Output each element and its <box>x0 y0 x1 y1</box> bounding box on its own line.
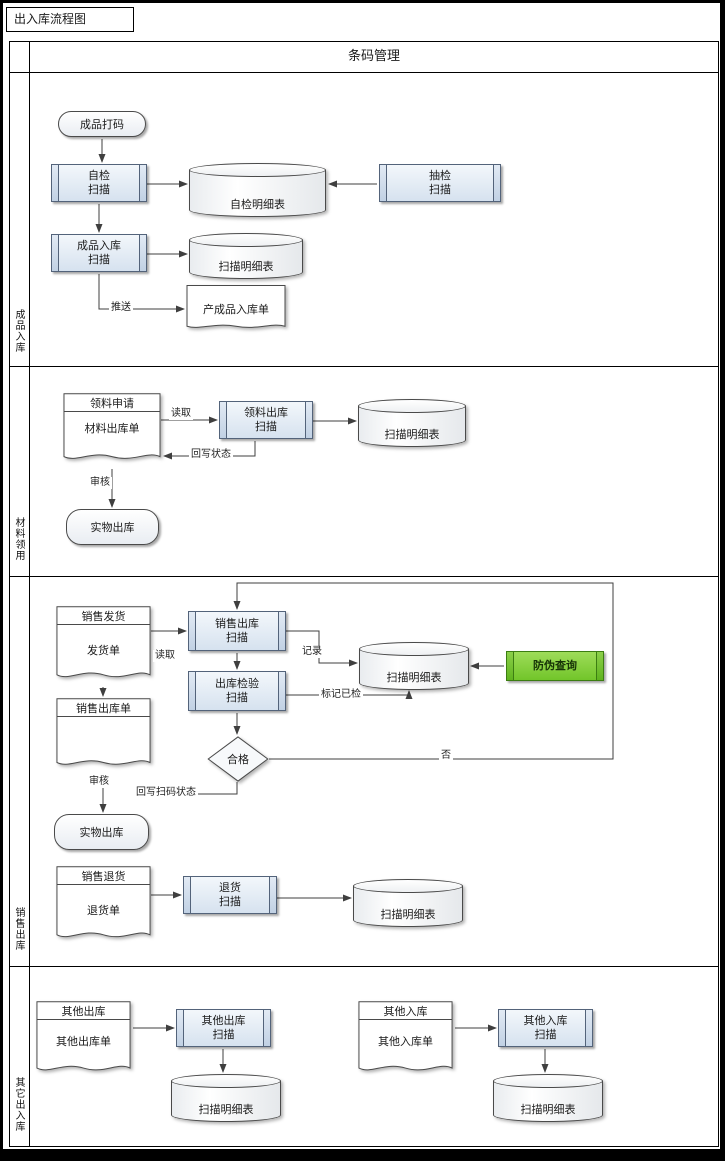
edge-label-no: 否 <box>439 750 453 762</box>
flowchart-frame <box>9 41 719 1147</box>
lane-label-material-requisition: 材料领用 <box>13 517 24 561</box>
node-label: 实物出库 <box>90 521 135 534</box>
document-title: 销售发货 <box>57 608 150 625</box>
document-body: 其他入库单 <box>378 1035 433 1048</box>
node-return-scan: 退货 扫描 <box>183 876 277 914</box>
document-body: 退货单 <box>87 904 120 917</box>
node-material-outbound-scan: 领料出库 扫描 <box>219 401 313 439</box>
edge-label-read-sales: 读取 <box>153 650 177 662</box>
node-material-physical-out: 实物出库 <box>66 509 159 545</box>
cylinder-top <box>358 399 466 413</box>
node-label: 扫描明细表 <box>218 260 274 273</box>
document-shape <box>56 698 151 773</box>
edge-label-writeback-scan-status: 回写扫码状态 <box>134 787 198 799</box>
node-self-check-scan: 自检 扫描 <box>51 164 147 202</box>
node-finished-inbound-scan: 成品入库 扫描 <box>51 234 147 272</box>
node-qualified-decision: 合格 <box>207 736 269 782</box>
node-label: 自检 扫描 <box>88 168 110 196</box>
node-label: 扫描明细表 <box>386 671 442 684</box>
document-title: 领料申请 <box>64 395 160 412</box>
lane-divider <box>9 576 719 577</box>
flowchart-header: 条码管理 <box>347 49 400 64</box>
cylinder-top <box>189 163 326 177</box>
node-label: 成品打码 <box>80 118 124 131</box>
node-label: 扫描明细表 <box>198 1103 254 1116</box>
edge-label-audit-sales: 审核 <box>87 776 111 788</box>
node-sales-outbound-scan: 销售出库 扫描 <box>188 611 286 651</box>
edge-label-audit-material: 审核 <box>88 477 112 489</box>
lane-divider <box>9 966 719 967</box>
lane-divider <box>9 366 719 367</box>
node-finished-coding: 成品打码 <box>58 111 146 137</box>
document-title: 销售出库单 <box>57 700 150 717</box>
lane-label-other-inout: 其它出入库 <box>13 1077 24 1132</box>
node-label: 抽检 扫描 <box>429 168 451 196</box>
node-label: 合格 <box>227 753 249 766</box>
node-label: 自检明细表 <box>230 198 285 211</box>
node-material-scan-db: 扫描明细表 <box>358 399 466 447</box>
edge-label-read-material: 读取 <box>169 408 193 420</box>
node-label: 产成品入库单 <box>203 303 269 317</box>
document-title: 其他出库 <box>37 1003 130 1020</box>
node-sampling-scan: 抽检 扫描 <box>379 164 501 202</box>
cylinder-body <box>189 170 326 217</box>
node-other-outbound-scan: 其他出库 扫描 <box>176 1009 271 1047</box>
node-label: 扫描明细表 <box>520 1103 576 1116</box>
node-return-scan-db: 扫描明细表 <box>353 879 463 927</box>
cylinder-top <box>493 1074 603 1088</box>
node-anti-fake-query: 防伪查询 <box>506 651 604 681</box>
cylinder-top <box>189 233 303 247</box>
document-shape <box>358 1001 453 1079</box>
node-sales-scan-db: 扫描明细表 <box>359 642 469 690</box>
node-label: 其他出库 扫描 <box>201 1013 246 1041</box>
document-body: 其他出库单 <box>56 1035 111 1048</box>
document-shape <box>63 393 161 467</box>
lane-label-finished-inbound: 成品入库 <box>13 309 24 353</box>
node-label: 退货 扫描 <box>219 880 241 908</box>
node-outbound-inspect-scan: 出库检验 扫描 <box>188 671 286 711</box>
node-label: 销售出库 扫描 <box>215 616 259 644</box>
node-other-outbound-doc: 其他出库 其他出库单 <box>36 1001 131 1079</box>
node-sales-outbound-doc: 销售出库单 <box>56 698 151 773</box>
node-sales-physical-out: 实物出库 <box>54 814 149 850</box>
node-label: 领料出库 扫描 <box>244 405 288 433</box>
node-finished-inbound-doc: 产成品入库单 <box>186 285 286 333</box>
node-sales-return-doc: 销售退货 退货单 <box>56 866 151 946</box>
lane-divider <box>9 72 719 73</box>
node-label: 扫描明细表 <box>380 908 436 921</box>
document-title: 销售退货 <box>57 868 150 885</box>
document-body: 发货单 <box>87 644 120 657</box>
lane-label-column <box>9 41 30 1147</box>
edge-label-push: 推送 <box>109 302 133 314</box>
node-label: 扫描明细表 <box>384 428 440 441</box>
cylinder-top <box>353 879 463 893</box>
node-label: 其他入库 扫描 <box>523 1013 568 1041</box>
edge-label-record: 记录 <box>300 646 324 658</box>
edge-label-mark-checked: 标记已检 <box>319 689 363 701</box>
cylinder-top <box>171 1074 281 1088</box>
page-title: 出入库流程图 <box>6 7 134 32</box>
lane-label-sales-outbound: 销售出库 <box>13 907 24 951</box>
document-body: 材料出库单 <box>84 422 140 435</box>
cylinder-top <box>359 642 469 656</box>
node-other-outbound-db: 扫描明细表 <box>171 1074 281 1122</box>
node-label: 成品入库 扫描 <box>77 238 121 266</box>
node-sales-delivery-doc: 销售发货 发货单 <box>56 606 151 686</box>
node-label: 实物出库 <box>79 826 124 839</box>
document-shape <box>36 1001 131 1079</box>
node-label: 出库检验 扫描 <box>215 676 259 704</box>
node-material-request-doc: 领料申请 材料出库单 <box>63 393 161 467</box>
edge-label-writeback-status: 回写状态 <box>189 449 233 461</box>
node-label: 防伪查询 <box>533 658 577 672</box>
node-finished-scan-db: 扫描明细表 <box>189 233 303 279</box>
node-self-check-db: 自检明细表 <box>189 163 326 217</box>
document-shape <box>186 285 286 333</box>
document-title: 其他入库 <box>359 1003 452 1020</box>
node-other-inbound-doc: 其他入库 其他入库单 <box>358 1001 453 1079</box>
node-other-inbound-scan: 其他入库 扫描 <box>498 1009 593 1047</box>
node-other-inbound-db: 扫描明细表 <box>493 1074 603 1122</box>
